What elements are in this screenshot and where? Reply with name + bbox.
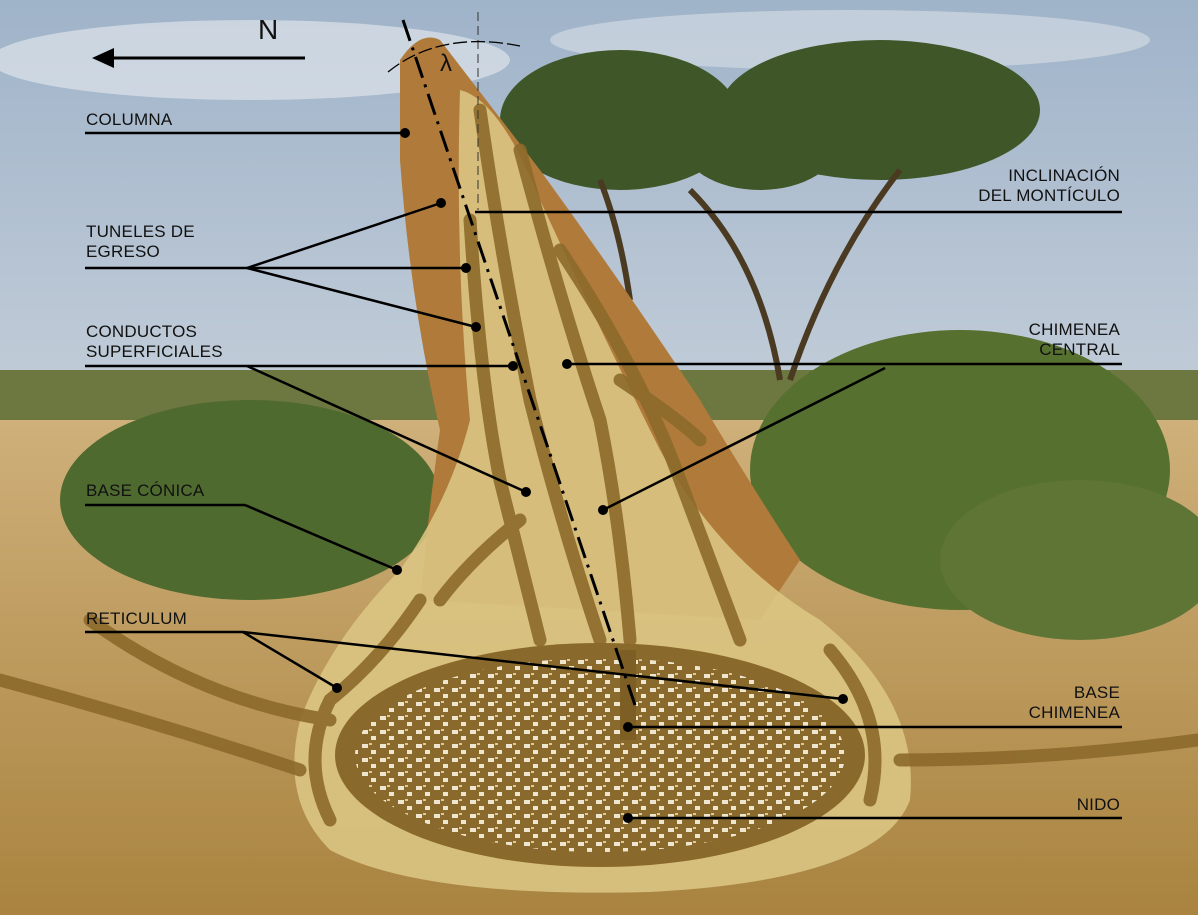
label-inclinacion-del-monticulo: INCLINACIÓN DEL MONTÍCULO <box>978 166 1120 206</box>
label-columna: COLUMNA <box>86 110 172 130</box>
label-conductos-superficiales: CONDUCTOS SUPERFICIALES <box>86 322 223 362</box>
label-tuneles-de-egreso: TUNELES DE EGRESO <box>86 222 195 262</box>
label-base-chimenea: BASE CHIMENEA <box>1029 683 1120 723</box>
label-chimenea-central: CHIMENEA CENTRAL <box>1029 320 1120 360</box>
label-base-conica: BASE CÓNICA <box>86 481 204 501</box>
label-nido: NIDO <box>1077 795 1120 815</box>
acacia-tree <box>500 40 1040 190</box>
label-reticulum: RETICULUM <box>86 609 187 629</box>
north-label: N <box>258 14 278 46</box>
inclination-angle-symbol: λ <box>440 50 452 78</box>
